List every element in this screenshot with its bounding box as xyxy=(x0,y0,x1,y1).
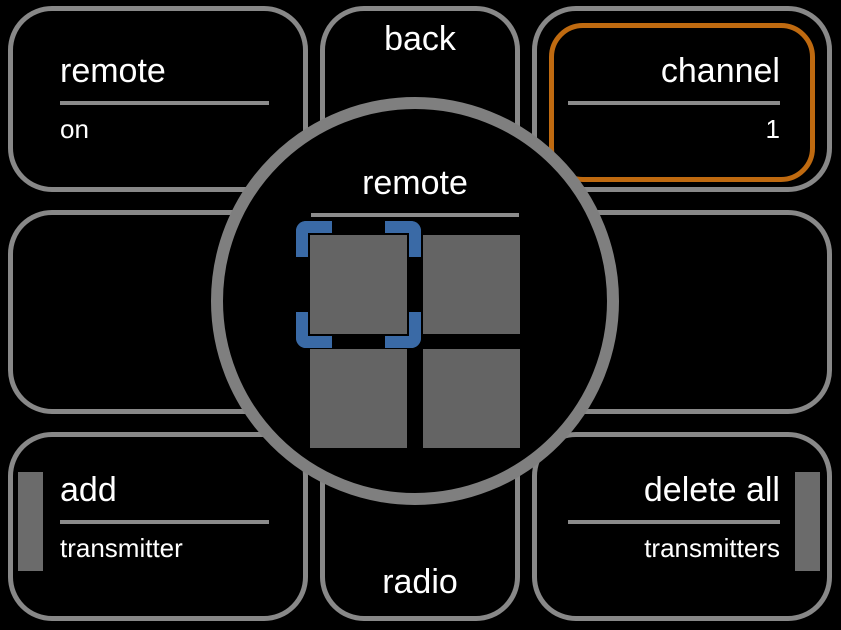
title-underline xyxy=(568,101,780,105)
dial-title: remote xyxy=(362,164,468,202)
button-remote-power[interactable]: remote on xyxy=(8,6,308,192)
button-delete-all-value: transmitters xyxy=(644,533,780,563)
button-add-transmitter[interactable]: add transmitter xyxy=(8,432,308,621)
selection-bracket-icon xyxy=(385,312,421,348)
dial-title-underline xyxy=(311,213,519,217)
selection-bracket-icon xyxy=(385,221,421,257)
button-back-label: back xyxy=(384,20,456,58)
remote-slot-tile[interactable] xyxy=(310,349,407,448)
selection-bracket-icon xyxy=(296,221,332,257)
button-channel-title: channel xyxy=(660,52,780,90)
button-remote-power-title: remote xyxy=(60,52,166,90)
button-remote-power-value: on xyxy=(60,114,89,144)
title-underline xyxy=(60,520,269,524)
right-edge-indicator xyxy=(795,472,820,571)
remote-slot-tile[interactable] xyxy=(296,221,421,348)
title-underline xyxy=(568,520,780,524)
remote-slot-grid xyxy=(296,221,520,448)
button-channel-value: 1 xyxy=(765,114,780,144)
button-add-value: transmitter xyxy=(60,533,183,563)
selection-bracket-icon xyxy=(296,312,332,348)
button-add-title: add xyxy=(60,471,117,509)
button-radio-label: radio xyxy=(382,563,458,601)
button-delete-all-title: delete all xyxy=(643,471,780,509)
remote-slot-tile[interactable] xyxy=(423,235,520,334)
title-underline xyxy=(60,101,269,105)
remote-slot-tile[interactable] xyxy=(423,349,520,448)
remote-dial: remote xyxy=(211,97,619,505)
left-edge-indicator xyxy=(18,472,43,571)
button-delete-all-transmitters[interactable]: delete all transmitters xyxy=(532,432,832,621)
